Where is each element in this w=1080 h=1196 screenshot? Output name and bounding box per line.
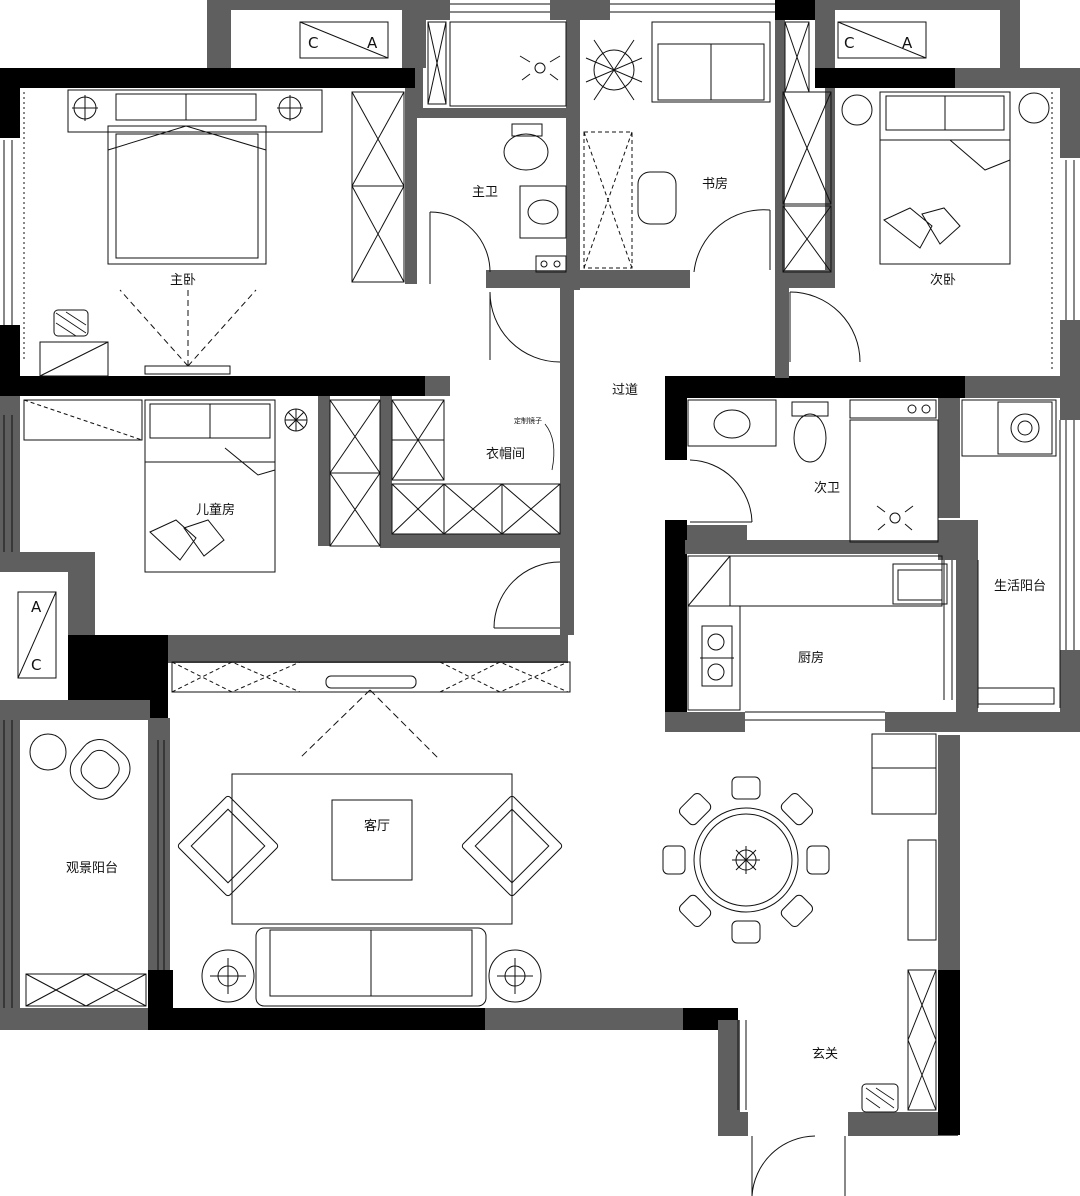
toilet <box>793 413 827 463</box>
kitchen-sink <box>892 563 948 605</box>
dining-chair <box>731 776 761 800</box>
tv <box>144 365 231 375</box>
ac-label: A <box>902 34 913 52</box>
armchair-left <box>177 795 279 897</box>
kids-room <box>23 399 381 573</box>
second-bath <box>687 399 939 543</box>
study <box>583 21 832 273</box>
doormat <box>861 1083 899 1113</box>
kitchen-label: 厨房 <box>798 650 824 666</box>
dining-chair <box>678 894 712 928</box>
plant-icon <box>585 39 643 101</box>
entrance <box>751 733 937 1196</box>
sink-counter <box>519 185 567 239</box>
sink-counter <box>687 399 777 447</box>
shoe-cabinet <box>871 733 937 815</box>
dining-chair <box>780 894 814 928</box>
armchair-right <box>461 795 563 897</box>
dining-chairs <box>662 776 830 944</box>
shower-icon <box>534 62 546 74</box>
cloakroom <box>391 399 561 535</box>
dining-chair <box>780 792 814 826</box>
walls <box>0 0 1080 1136</box>
stool <box>53 309 89 337</box>
storage-cabinet <box>25 973 147 1007</box>
windows <box>3 3 1075 1110</box>
ac-unit-top-left: C A <box>299 21 389 59</box>
ac-unit-left: A C <box>17 591 57 679</box>
lamp-icon <box>488 949 542 1003</box>
master-bedroom-label: 主卧 <box>170 273 196 288</box>
utility-balcony <box>961 399 1061 708</box>
master-bed <box>107 125 267 265</box>
kitchen <box>687 555 948 711</box>
ac-label: C <box>31 656 41 674</box>
dining-chair <box>678 792 712 826</box>
desk <box>23 399 143 441</box>
second-bedroom <box>789 91 1053 370</box>
headboard <box>67 89 323 133</box>
master-bath <box>427 21 567 284</box>
ac-label: C <box>308 34 318 52</box>
master-bath-label: 主卫 <box>472 185 498 200</box>
ac-label: C <box>844 34 854 52</box>
desk <box>583 131 633 269</box>
second-bedroom-label: 次卧 <box>930 272 956 288</box>
cabinet <box>907 969 937 1111</box>
coffee-table <box>331 799 413 881</box>
tv-cabinet <box>171 661 571 693</box>
tv <box>325 675 417 689</box>
side-table <box>29 733 67 771</box>
custom-mirror-label: 定制镜子 <box>514 416 542 425</box>
view-balcony <box>25 733 147 1007</box>
stove <box>701 625 733 687</box>
toilet <box>503 133 549 171</box>
dining-chair <box>662 845 686 875</box>
sofa-chair <box>651 21 771 103</box>
entrance-label: 玄关 <box>812 1047 838 1062</box>
utility-balcony-label: 生活阳台 <box>994 579 1046 594</box>
washing-machine <box>997 401 1053 455</box>
wardrobe <box>351 91 405 283</box>
kids-bed <box>144 399 276 573</box>
shower-icon <box>889 512 901 524</box>
dining-area <box>662 776 830 944</box>
shower <box>449 21 567 107</box>
nightstand <box>1018 92 1050 124</box>
hallway <box>489 291 561 629</box>
ac-label: A <box>31 598 42 616</box>
dining-chair <box>806 845 830 875</box>
living-room <box>171 661 571 1007</box>
ac-unit-top-right: C A <box>837 21 927 59</box>
study-label: 书房 <box>702 176 728 192</box>
ac-label: A <box>367 34 378 52</box>
hallway-label: 过道 <box>612 383 638 398</box>
lounge-chair <box>69 739 131 800</box>
shower <box>849 419 939 543</box>
nightstand <box>841 94 873 126</box>
second-bath-label: 次卫 <box>814 480 840 496</box>
cloakroom-label: 衣帽间 <box>486 446 525 462</box>
rug <box>231 773 513 925</box>
kids-room-label: 儿童房 <box>196 502 235 518</box>
centerpiece-icon <box>732 846 760 874</box>
sofa <box>255 927 487 1007</box>
bookcase <box>782 91 832 205</box>
lamp-icon <box>201 949 255 1003</box>
view-balcony-label: 观景阳台 <box>66 861 118 876</box>
living-room-label: 客厅 <box>364 818 390 834</box>
bed <box>879 91 1011 265</box>
dresser <box>39 341 109 377</box>
dining-chair <box>731 920 761 944</box>
dining-table <box>693 807 799 913</box>
master-bedroom <box>23 89 405 377</box>
chair <box>637 171 677 225</box>
